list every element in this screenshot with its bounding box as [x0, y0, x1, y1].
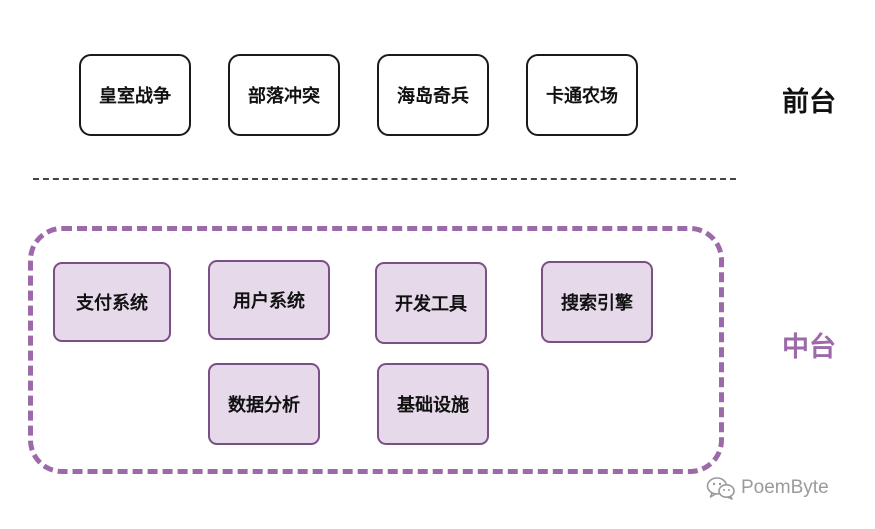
front-box-hay-day: 卡通农场 [526, 54, 638, 136]
front-layer-label: 前台 [782, 87, 836, 118]
middle-box-payment: 支付系统 [53, 262, 171, 342]
middle-box-infrastructure: 基础设施 [377, 363, 489, 445]
front-box-clash-of-clans: 部落冲突 [228, 54, 340, 136]
middle-layer-frame [28, 226, 724, 474]
front-box-boom-beach: 海岛奇兵 [377, 54, 489, 136]
middle-box-analytics: 数据分析 [208, 363, 320, 445]
middle-layer-label: 中台 [782, 332, 836, 363]
middle-box-devtools: 开发工具 [375, 262, 487, 344]
middle-box-search: 搜索引擎 [541, 261, 653, 343]
front-box-clash-royale: 皇室战争 [79, 54, 191, 136]
watermark-text: PoemByte [741, 477, 829, 498]
watermark: PoemByte [706, 476, 829, 500]
middle-box-user: 用户系统 [208, 260, 330, 340]
wechat-icon [706, 476, 736, 500]
layer-divider [33, 178, 736, 180]
